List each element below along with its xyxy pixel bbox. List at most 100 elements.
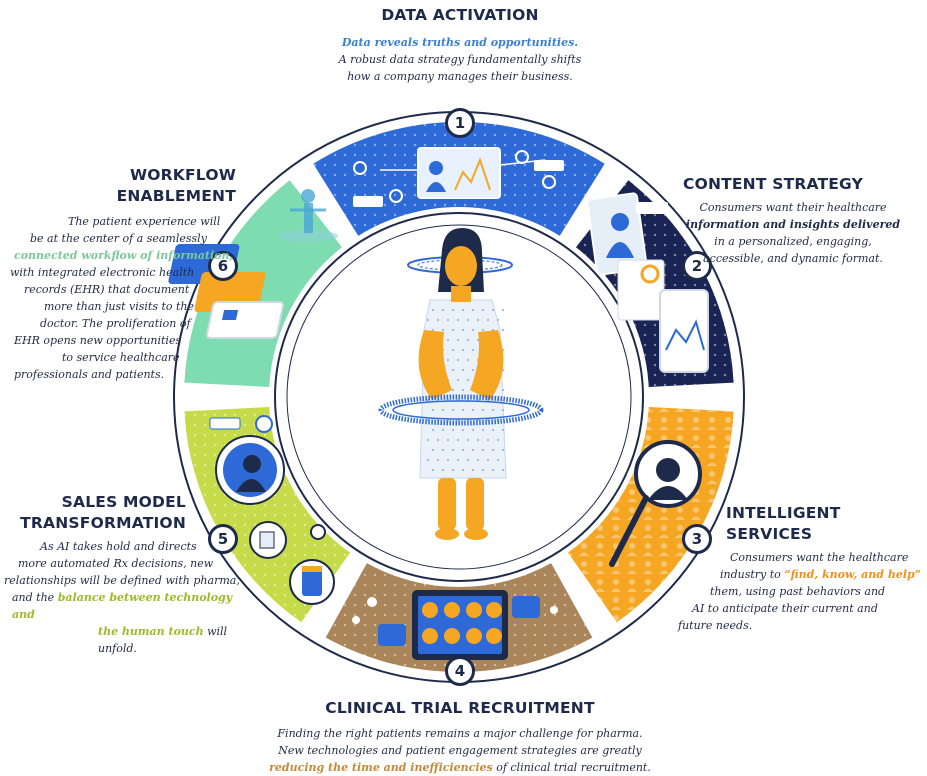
magnifier-icon [609, 440, 702, 567]
gown-dot [491, 468, 495, 472]
gown-dot [501, 468, 505, 472]
section-highlight: balance between technology and [12, 591, 233, 621]
section-line: As AI takes hold and directs [40, 540, 197, 553]
gown-dot [466, 338, 470, 342]
gown-dot [481, 328, 485, 332]
section-line: with integrated electronic health [10, 266, 195, 279]
section-clinical-trial: CLINICAL TRIAL RECRUITMENT Finding the r… [250, 698, 670, 776]
section-line: Consumers want the healthcare [730, 551, 909, 564]
gown-dot [441, 328, 445, 332]
section-intelligent-services: INTELLIGENT SERVICES Consumers want the … [676, 503, 924, 634]
gown-dot [456, 378, 460, 382]
inner-ring-thin [286, 224, 632, 570]
patient-face [486, 602, 502, 618]
section-title: TRANSFORMATION [20, 514, 186, 532]
gown-dot [461, 428, 465, 432]
badge-3: 3 [682, 524, 712, 554]
section-content-strategy: CONTENT STRATEGY Consumers want their he… [683, 174, 923, 267]
section-highlight: connected workflow of information, [14, 249, 234, 262]
section-highlight: “find, know, and help” [784, 568, 922, 581]
gown-dot [451, 308, 455, 312]
badge-5: 5 [208, 524, 238, 554]
gown-dot [461, 328, 465, 332]
gown-dot [501, 308, 505, 312]
gown-dot [441, 408, 445, 412]
gown-dot [481, 408, 485, 412]
gown-dot [461, 448, 465, 452]
patient-tablet-icon [352, 590, 558, 660]
section-highlight: reducing the time and inefficiencies [269, 761, 493, 774]
section-line: be at the center of a seamlessly [30, 232, 207, 245]
badge-6: 6 [208, 251, 238, 281]
gown-dot [481, 428, 485, 432]
gown-dot [451, 468, 455, 472]
gown-dot [441, 468, 445, 472]
section-line: records (EHR) that document [24, 283, 190, 296]
gown-dot [461, 308, 465, 312]
patient-face [486, 628, 502, 644]
gown-dot [431, 308, 435, 312]
section-highlight: information and insights delivered [685, 218, 901, 231]
gown-dot [451, 428, 455, 432]
gown-dot [486, 318, 490, 322]
gown-dot [461, 388, 465, 392]
gown-dot [446, 338, 450, 342]
gown-dot [466, 358, 470, 362]
gown-dot [441, 428, 445, 432]
gown-dot [431, 468, 435, 472]
gown-dot [476, 318, 480, 322]
gown-dot [446, 458, 450, 462]
section-line: AI to anticipate their current and [692, 602, 878, 615]
gown-dot [501, 408, 505, 412]
gown-dot [451, 388, 455, 392]
gown-dot [501, 448, 505, 452]
section-line: New technologies and patient engagement … [278, 744, 642, 757]
gown-dot [471, 468, 475, 472]
gown-dot [426, 458, 430, 462]
gown-dot [446, 438, 450, 442]
section-workflow: WORKFLOW ENABLEMENT The patient experien… [0, 165, 240, 383]
gown-dot [456, 438, 460, 442]
gown-dot [476, 458, 480, 462]
gown-dot [471, 368, 475, 372]
section-line: A robust data strategy fundamentally shi… [338, 53, 582, 66]
gown-dot [491, 428, 495, 432]
patient-face [466, 628, 482, 644]
section-line: doctor. The proliferation of [40, 317, 191, 330]
section-line: relationships will be defined with pharm… [4, 574, 240, 587]
section-line: industry to [720, 568, 785, 581]
section-line: how a company manages their business. [347, 70, 573, 83]
gown-dot [456, 458, 460, 462]
section-line: more than just visits to the [44, 300, 195, 313]
gown-dot [486, 458, 490, 462]
section-title: CONTENT STRATEGY [683, 175, 864, 193]
patient-face [466, 602, 482, 618]
gown-dot [471, 428, 475, 432]
section-title: WORKFLOW [129, 166, 236, 184]
patient-face [444, 602, 460, 618]
gown-dot [451, 448, 455, 452]
gown-dot [471, 448, 475, 452]
gown-dot [486, 438, 490, 442]
gown-dot [496, 458, 500, 462]
gown-dot [461, 408, 465, 412]
gown-dot [451, 368, 455, 372]
gown-dot [466, 458, 470, 462]
gown-dot [461, 368, 465, 372]
ai-head-icon [209, 415, 335, 605]
section-title: CLINICAL TRIAL RECRUITMENT [325, 699, 595, 717]
gown-dot [436, 438, 440, 442]
gown-dot [481, 308, 485, 312]
section-title: INTELLIGENT SERVICES [726, 504, 841, 543]
gown-dot [451, 328, 455, 332]
gown-dot [441, 448, 445, 452]
gown-dot [486, 398, 490, 402]
gown-dot [471, 328, 475, 332]
gown-dot [456, 338, 460, 342]
badge-2: 2 [682, 251, 712, 281]
gown-dot [501, 328, 505, 332]
data-dashboard-icon [353, 147, 564, 207]
gown-dot [481, 448, 485, 452]
gown-dot [431, 428, 435, 432]
section-sales-model: SALES MODEL TRANSFORMATION As AI takes h… [0, 492, 250, 657]
